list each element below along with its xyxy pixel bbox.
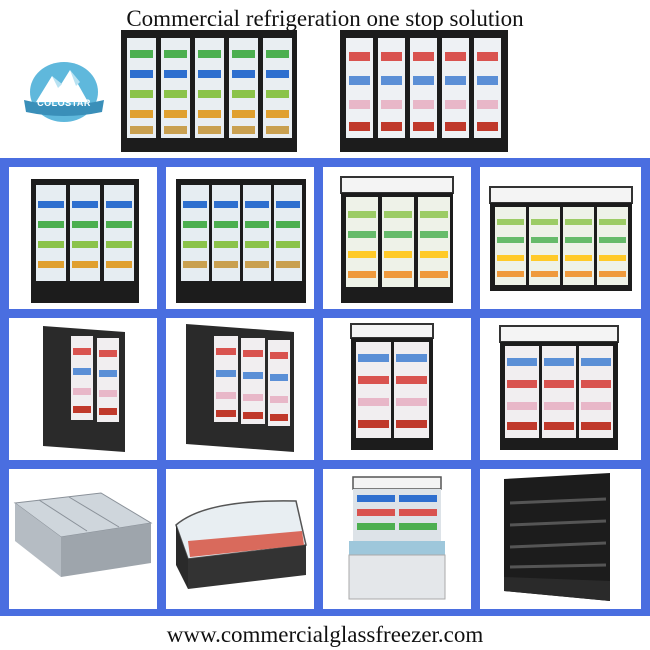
product-grid	[0, 158, 650, 616]
product-2door-canopy-freezer[interactable]	[323, 318, 471, 460]
product-combination-fridge-freezer[interactable]	[323, 469, 471, 609]
product-open-multideck[interactable]	[480, 469, 641, 609]
logo-wordmark: COLOSTAR	[37, 98, 91, 108]
product-3door-beverage-fridge[interactable]	[9, 167, 157, 309]
colostar-logo: COLOSTAR	[18, 58, 110, 130]
hero-fridge-frozen	[340, 30, 508, 152]
product-3door-canopy-freezer[interactable]	[480, 318, 641, 460]
product-4door-beverage-fridge[interactable]	[166, 167, 314, 309]
product-3door-canopy-fridge[interactable]	[323, 167, 471, 309]
page-title: Commercial refrigeration one stop soluti…	[126, 6, 524, 31]
product-2door-freezer[interactable]	[9, 318, 157, 460]
product-4door-canopy-fridge[interactable]	[480, 167, 641, 309]
product-3door-freezer[interactable]	[166, 318, 314, 460]
product-island-freezer[interactable]	[9, 469, 157, 609]
hero-fridge-beverage	[121, 30, 297, 152]
product-deli-showcase[interactable]	[166, 469, 314, 609]
website-url[interactable]: www.commercialglassfreezer.com	[166, 622, 484, 647]
